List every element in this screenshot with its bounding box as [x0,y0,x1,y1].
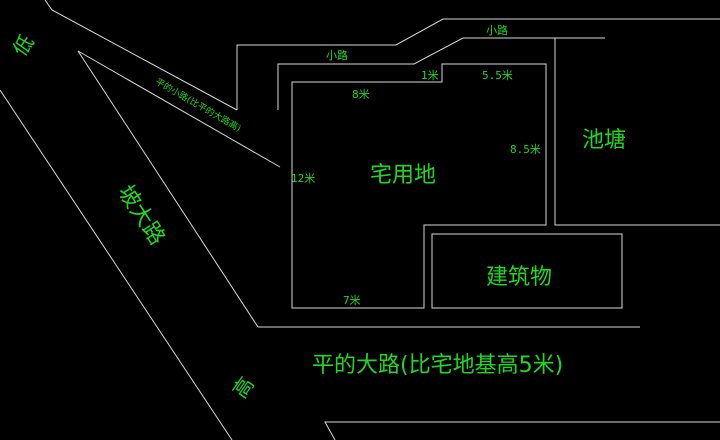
pond-boundary [554,38,720,226]
homestead-boundary [291,63,547,309]
label-flat-road: 平的大路(比宅地基高5米) [312,353,564,378]
label-pond: 池塘 [582,128,627,153]
building-outline [431,233,623,309]
slope-road-left-edge [0,89,233,440]
dimension-12m: 12米 [291,172,316,185]
small-road-inner-edge [277,37,605,110]
label-small-road-2: 小路 [486,24,508,37]
dimension-1m: 1米 [421,69,439,82]
label-building: 建筑物 [486,265,553,290]
dimension-7m: 7米 [343,294,361,307]
slope-road-right-edge [77,50,259,328]
dimension-8m: 8米 [352,88,370,101]
flat-road-lower-edge [324,421,720,440]
dimension-8-5m: 8.5米 [510,143,541,156]
label-homestead: 宅用地 [370,163,437,188]
small-slope-road-upper-edge [44,0,238,111]
small-slope-road-lower-edge [77,50,281,168]
dimension-5-5m: 5.5米 [482,69,513,82]
small-road-outer-edge [236,18,720,110]
label-small-road-1: 小路 [326,49,348,62]
